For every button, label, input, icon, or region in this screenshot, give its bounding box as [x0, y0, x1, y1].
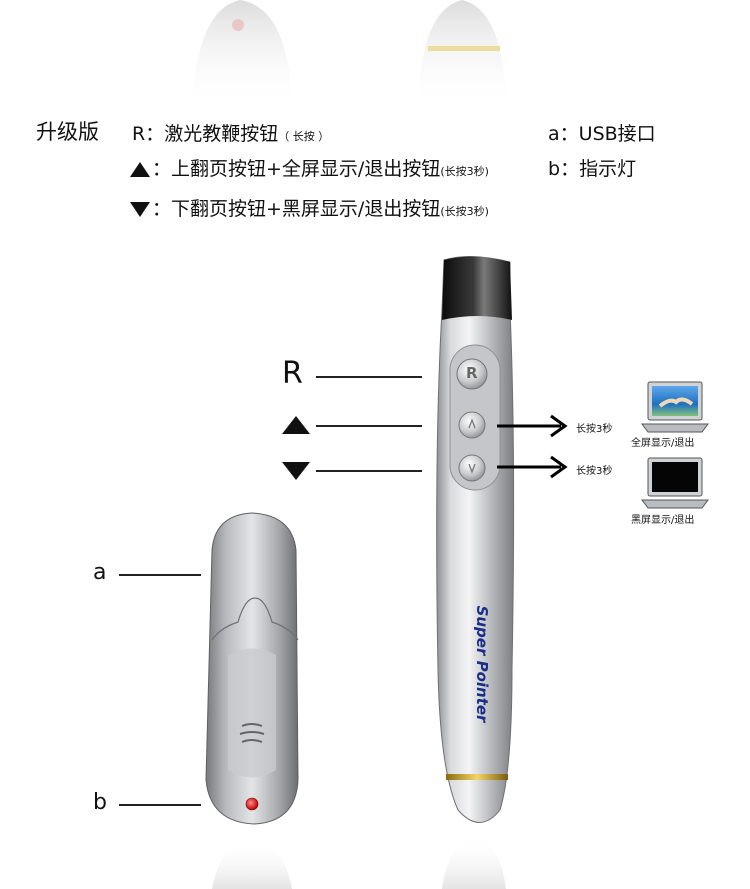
down-triangle-icon: [130, 202, 150, 217]
top-reflection-receiver: [192, 0, 292, 110]
legend-a-desc: ：USB接口: [559, 123, 656, 145]
top-reflection-pointer: [418, 0, 506, 110]
pointer-tip: [442, 256, 512, 320]
laser-pointer: [436, 255, 515, 823]
legend-r: R：激光教鞭按钮（ 长按 ）: [132, 119, 329, 146]
button-down: [458, 454, 486, 482]
legend-up-desc: ：上翻页按钮+全屏显示/退出按钮: [152, 158, 441, 180]
legend-b-key: b: [548, 158, 561, 180]
legend-b: b：指示灯: [548, 154, 636, 181]
legend-b-desc: ：指示灯: [560, 158, 637, 180]
top-reflection: [192, 0, 506, 110]
up-triangle-icon: [130, 162, 150, 177]
callout-r-line: [316, 376, 422, 378]
bottom-reflection: [212, 835, 506, 889]
arrow-right-icon-1: [497, 414, 568, 438]
callout-up-icon: [282, 416, 310, 434]
arrow-right-icon-2: [497, 455, 568, 479]
fullscreen-caption: 全屏显示/退出: [631, 438, 695, 449]
legend-r-note: （ 长按 ）: [278, 130, 330, 143]
legend-down: ：下翻页按钮+黑屏显示/退出按钮(长按3秒): [130, 194, 489, 221]
long-press-arrows: [497, 414, 568, 479]
legend-up: ：上翻页按钮+全屏显示/退出按钮(长按3秒): [130, 154, 489, 181]
legend-down-desc: ：下翻页按钮+黑屏显示/退出按钮: [152, 198, 441, 220]
usb-receiver: [205, 512, 299, 825]
legend-r-desc: ：激光教鞭按钮: [145, 123, 279, 145]
callout-a-label: a: [93, 560, 107, 585]
callout-b-line: [119, 804, 201, 806]
button-up: [458, 411, 486, 439]
legend-down-note: (长按3秒): [440, 205, 489, 218]
legend-up-note: (长按3秒): [440, 165, 489, 178]
callout-down-icon: [282, 462, 310, 480]
button-r: [456, 358, 488, 390]
legend-a-key: a: [548, 123, 560, 145]
laptop-fullscreen-icon: [641, 381, 709, 433]
laptop-blackscreen-icon: [641, 457, 709, 509]
legend-a: a：USB接口: [548, 119, 656, 146]
long-press-label-1: 长按3秒: [576, 424, 613, 435]
gold-band: [446, 774, 508, 780]
callout-b-label: b: [93, 790, 107, 815]
indicator-led: [245, 797, 259, 811]
callout-r-label: R: [282, 356, 303, 391]
legend-r-key: R: [132, 123, 146, 145]
version-label: 升级版: [36, 120, 99, 144]
pointer-body: [436, 255, 515, 823]
long-press-label-2: 长按3秒: [576, 466, 613, 477]
callout-up-line: [316, 425, 422, 427]
callout-down-line: [316, 470, 422, 472]
button-r-glyph: R: [466, 364, 478, 382]
blackscreen-caption: 黑屏显示/退出: [631, 515, 695, 526]
callout-a-line: [119, 574, 201, 576]
brand-logo: Super Pointer: [473, 605, 491, 723]
